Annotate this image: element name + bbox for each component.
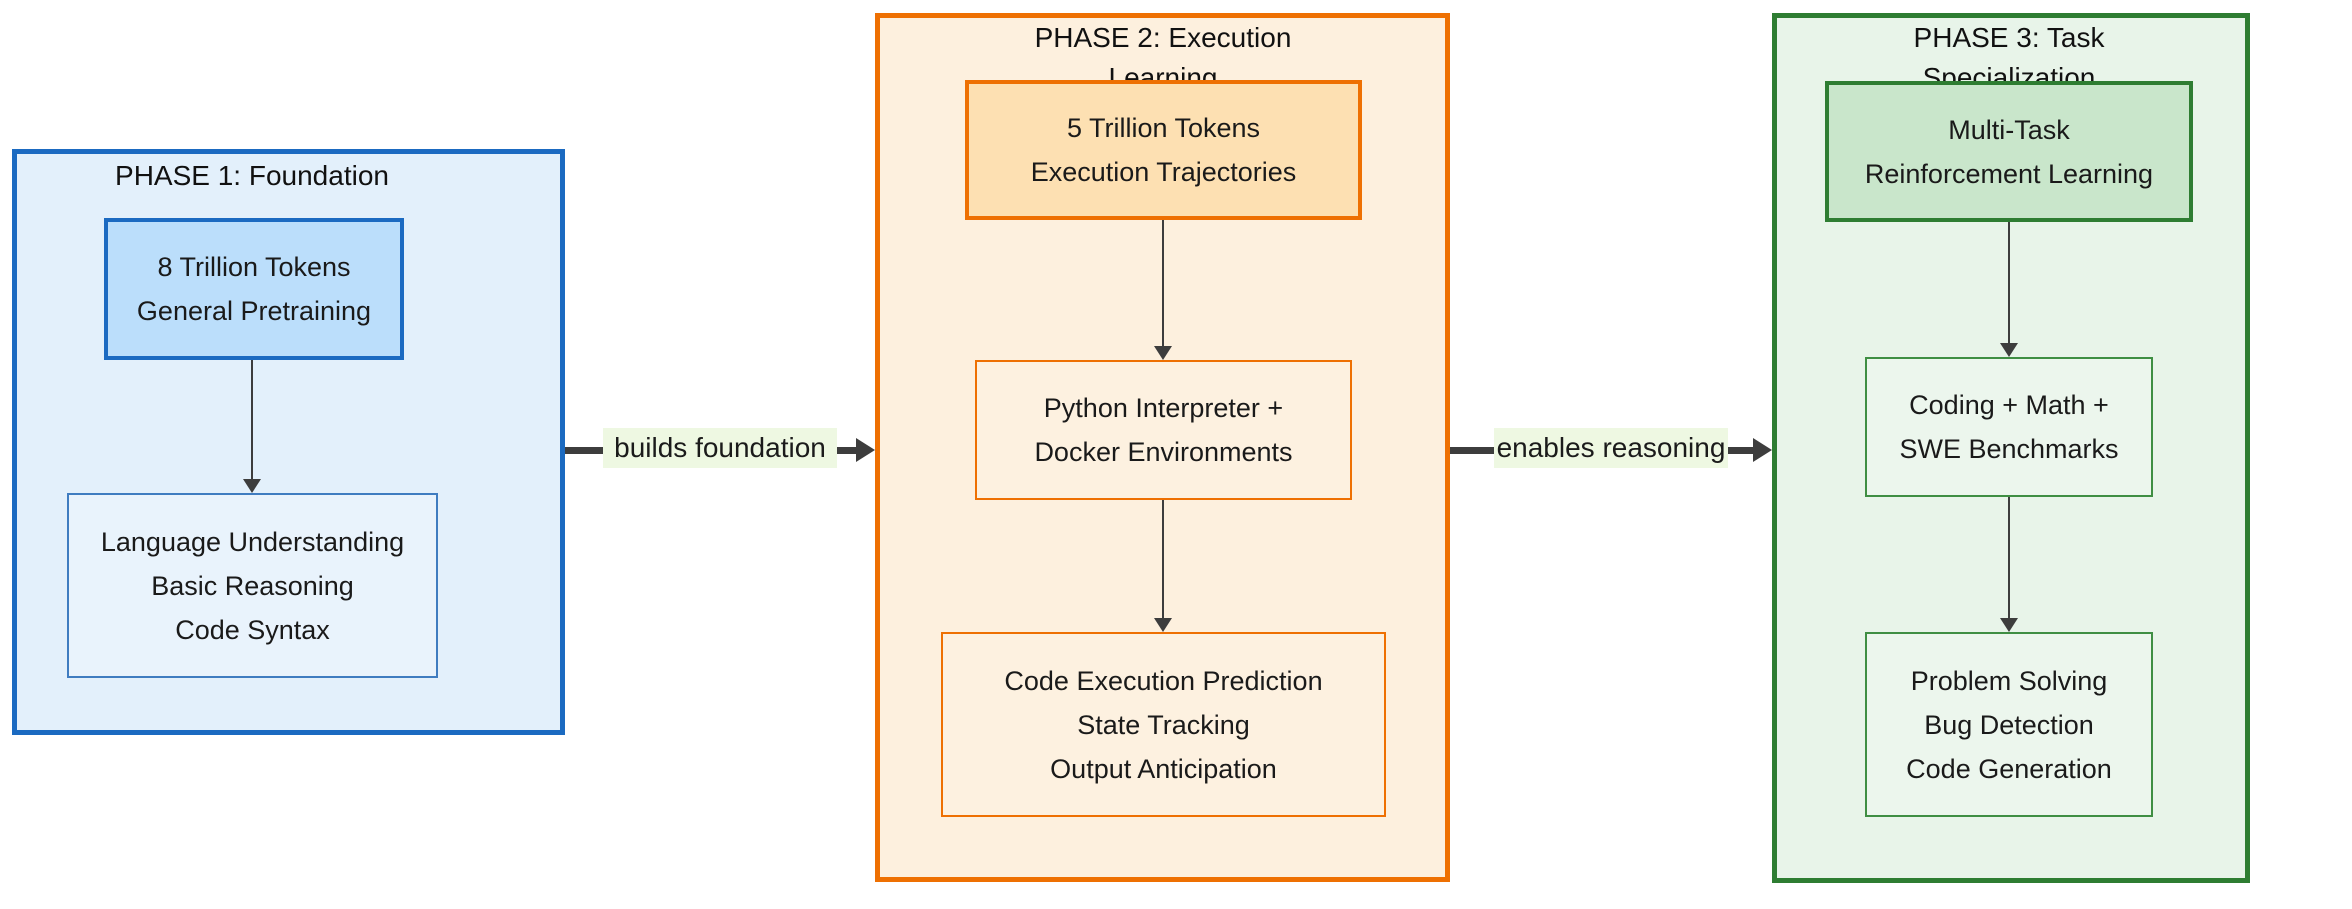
node-line: Output Anticipation	[1050, 753, 1277, 784]
node-execution-objectives: Code Execution Prediction State Tracking…	[941, 632, 1386, 817]
node-line: SWE Benchmarks	[1899, 434, 2119, 464]
node-line: Bug Detection	[1924, 709, 2094, 740]
node-line: State Tracking	[1077, 709, 1250, 740]
phase1-title: PHASE 1: Foundation	[115, 160, 389, 191]
node-line: Code Generation	[1906, 753, 2112, 784]
node-line: Basic Reasoning	[151, 570, 354, 601]
node-line: Language Understanding	[100, 526, 405, 557]
arrow-line	[1162, 500, 1164, 618]
node-task-capabilities: Problem Solving Bug Detection Code Gener…	[1865, 632, 2153, 817]
arrowhead-icon	[2000, 343, 2018, 357]
node-execution-trajectories: 5 Trillion Tokens Execution Trajectories	[965, 80, 1362, 220]
arrowhead-icon	[2000, 618, 2018, 632]
node-general-pretraining: 8 Trillion Tokens General Pretraining	[104, 218, 404, 360]
arrowhead-icon	[243, 479, 261, 493]
node-foundation-capabilities: Language Understanding Basic Reasoning C…	[67, 493, 438, 678]
arrowhead-icon	[1154, 618, 1172, 632]
arrow-line	[1162, 220, 1164, 346]
node-line: Docker Environments	[1034, 437, 1293, 467]
edge-label-builds-foundation: builds foundation	[603, 428, 837, 468]
node-line: 8 Trillion Tokens	[157, 252, 351, 282]
node-line: Code Execution Prediction	[1004, 665, 1323, 696]
node-line: Python Interpreter +	[1043, 393, 1284, 423]
node-benchmarks: Coding + Math + SWE Benchmarks	[1865, 357, 2153, 497]
arrowhead-icon	[1753, 438, 1772, 462]
arrowhead-icon	[856, 438, 875, 462]
node-line: Execution Trajectories	[1030, 157, 1297, 187]
node-line: Code Syntax	[175, 614, 330, 645]
node-multitask-rl: Multi-Task Reinforcement Learning	[1825, 81, 2193, 222]
arrowhead-icon	[1154, 346, 1172, 360]
node-execution-environments: Python Interpreter + Docker Environments	[975, 360, 1352, 500]
node-line: General Pretraining	[136, 296, 372, 326]
node-line: 5 Trillion Tokens	[1066, 113, 1261, 143]
phase2-title: PHASE 2: Execution Learning	[1034, 22, 1292, 93]
arrow-line	[2008, 497, 2010, 618]
arrow-line	[2008, 222, 2010, 343]
node-line: Coding + Math +	[1909, 390, 2109, 420]
edge-label-enables-reasoning: enables reasoning	[1494, 428, 1728, 468]
arrow-line	[251, 360, 253, 479]
node-line: Multi-Task	[1948, 114, 2070, 145]
node-line: Reinforcement Learning	[1864, 158, 2154, 189]
node-line: Problem Solving	[1910, 665, 2108, 696]
